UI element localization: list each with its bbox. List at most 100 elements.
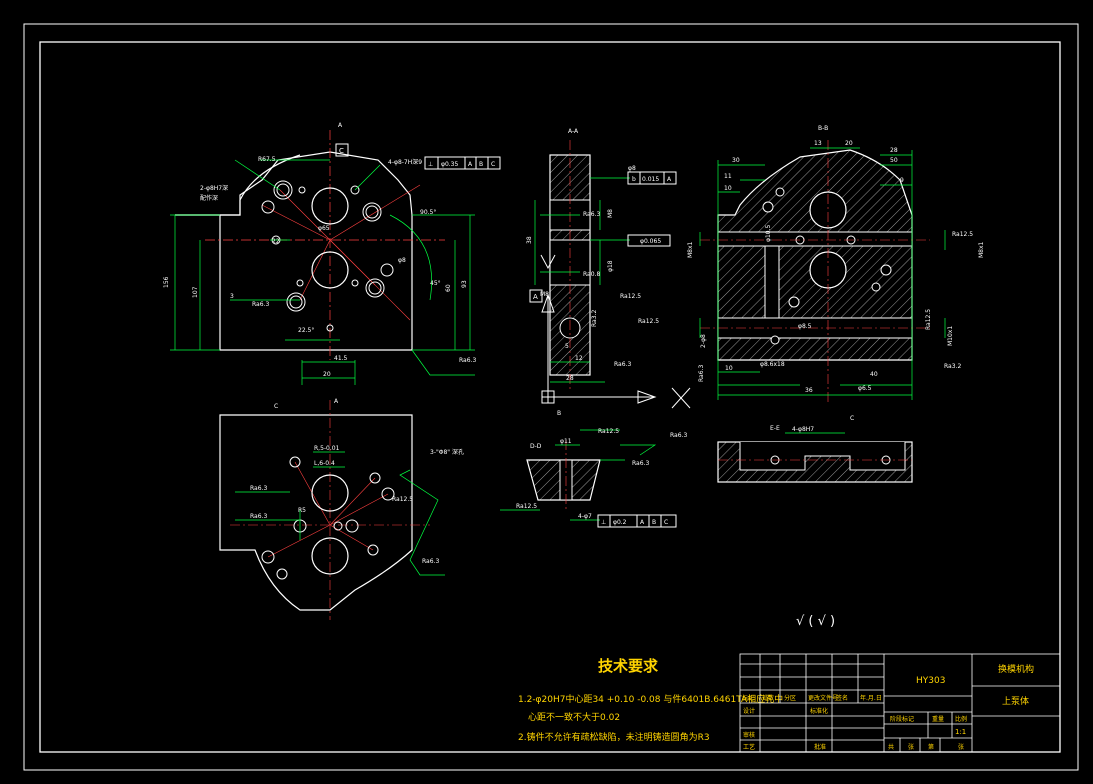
tb-stage: 阶段标记	[890, 715, 914, 723]
tol-b-sym: b	[632, 176, 636, 183]
section-aa: A-A φ8 Ra6.3 M8 φ18 38 Ra0.8 M8 Ra12.5 R…	[526, 128, 691, 417]
dd-ra63: Ra6.3	[632, 460, 649, 467]
aa-12: 12	[575, 355, 583, 362]
tb-sheet-3: 张	[958, 743, 964, 751]
tb-sheet-2: 第	[928, 743, 934, 751]
tol-bot-b: B	[652, 519, 656, 526]
bb-m8x1-b: M8x1	[978, 241, 985, 258]
dim-ra63-b: Ra6.3	[459, 357, 476, 364]
bb-13: 13	[814, 140, 822, 147]
tb-process: 工艺	[743, 743, 755, 751]
top-view-arrow-label: A	[338, 122, 343, 129]
aa-phi18: φ18	[607, 260, 614, 272]
c-r5-b: R5	[298, 507, 306, 514]
tb-row-label-2: 分区	[784, 694, 796, 702]
tb-ratio: 比例	[955, 715, 967, 723]
section-dd: D-D φ11 Ra12.5 Ra6.3 Ra12.5 4-φ7 Ra6.3	[500, 428, 687, 528]
aa-ra125-a: Ra12.5	[620, 293, 641, 300]
label-c-bottom: A	[334, 398, 339, 405]
dim-156: 156	[163, 276, 170, 288]
aa-5: 5	[565, 343, 569, 350]
inner-frame	[39, 41, 1061, 753]
tb-assembly: 换模机构	[998, 663, 1034, 675]
datum-c: C	[339, 147, 344, 155]
bb-m10x1: M10x1	[947, 326, 954, 346]
dim-phi65: φ65	[318, 225, 330, 232]
tolerance-frame-g	[627, 234, 671, 247]
c-ra63-c: Ra6.3	[422, 558, 439, 565]
aa-ra32: Ra3.2	[591, 310, 598, 327]
dd-ra125-a: Ra12.5	[598, 428, 619, 435]
bb-10: 10	[724, 185, 732, 192]
dim-93: 93	[461, 280, 468, 288]
bb-36: 36	[805, 387, 813, 394]
bb-20: 20	[845, 140, 853, 147]
bb-ra125-b: Ra12.5	[925, 309, 932, 330]
datum-a: A	[533, 293, 538, 301]
dim-holes-1: 4-φ8-7H深9	[388, 158, 422, 166]
notes-title: 技术要求	[598, 657, 659, 675]
title-block: 标记 处数 分区 更改文件号 签名 年.月.日 设计 标准化 审核 工艺 批准 …	[739, 653, 1061, 753]
tb-row-label-1: 处数	[762, 694, 774, 702]
dim-angle-45: 45°	[430, 280, 441, 287]
tolerance-frame-bottom	[597, 514, 677, 528]
bb-phi85: φ8.5	[798, 323, 812, 330]
bb-ra63: Ra6.3	[698, 365, 705, 382]
bb-11: 11	[724, 173, 732, 180]
dim-ra63-a: Ra6.3	[252, 301, 269, 308]
bb-phi86: φ8.6x18	[760, 361, 785, 368]
tb-row-label-3: 更改文件号	[808, 694, 838, 702]
dim-20: 20	[323, 371, 331, 378]
label-aa: A-A	[568, 128, 579, 135]
notes-line-2: 心距不一致不大于0.02	[528, 711, 620, 723]
tb-sheet-0: 共	[888, 743, 894, 751]
dd-phi11: φ11	[560, 438, 572, 445]
dim-415: 41.5	[334, 355, 348, 362]
label-c-view: C	[274, 403, 278, 410]
tb-code: HY303	[916, 676, 945, 686]
dim-107: 107	[192, 286, 199, 298]
bb-2phi8: 2-φ8	[700, 334, 707, 348]
dd-4phi7: 4-φ7	[578, 513, 592, 520]
bb-ra32: Ra3.2	[944, 363, 961, 370]
label-c: C	[850, 415, 854, 422]
c-ra125: Ra12.5	[392, 496, 413, 503]
view-c: C A R,5-0.01 L,6-0.4 3-"Φ8	[219, 398, 464, 620]
label-b: B	[557, 410, 561, 417]
dim-r675: R67.5	[258, 156, 276, 163]
bb-phi65: φ6.5	[858, 385, 872, 392]
label-dd: D-D	[530, 443, 542, 450]
tol-bot-c: C	[664, 519, 668, 526]
notes-line-1: 1.2-φ20H7中心距34 +0.10 -0.08 与件6401B.6461T…	[518, 693, 783, 705]
dim-60: 60	[445, 284, 452, 292]
tolerance-frame-top	[424, 156, 501, 170]
c-r5: R,5-0.01	[314, 445, 340, 452]
c-l6: L,6-0.4	[314, 460, 335, 467]
aa-38: 38	[526, 236, 533, 244]
bb-phi105: φ10.5	[765, 225, 772, 243]
tb-approve: 批准	[814, 743, 826, 751]
tol-g-val: φ0.065	[640, 238, 661, 245]
bb-m8x1-a: M8x1	[687, 241, 694, 258]
aa-m8-a: M8	[607, 209, 614, 218]
tol-b-val: 0.015	[642, 176, 659, 183]
tb-weight: 重量	[932, 715, 944, 723]
bb-10-b: 10	[725, 365, 733, 372]
bb-40: 40	[870, 371, 878, 378]
tolerance-frame-b	[627, 171, 677, 185]
bb-28: 28	[890, 147, 898, 154]
tb-scale: 1:1	[955, 728, 966, 736]
aa-28: 28	[566, 375, 574, 382]
c-holes: 3-"Φ8" 深孔	[430, 448, 464, 456]
tb-row-label-4: 签名	[836, 694, 848, 702]
aa-ra08: Ra0.8	[583, 271, 600, 278]
aa-m8-b: M8	[540, 291, 549, 298]
ee-4phi8h7: 4-φ8H7	[792, 426, 814, 433]
tol-bot-sym: ⊥	[601, 519, 606, 526]
tol-b-datum: A	[667, 176, 672, 183]
roughness-symbol: √ ( √ )	[796, 614, 835, 629]
bb-30: 30	[732, 157, 740, 164]
aa-phi8: φ8	[628, 165, 636, 172]
section-bb: B-B	[687, 125, 985, 422]
